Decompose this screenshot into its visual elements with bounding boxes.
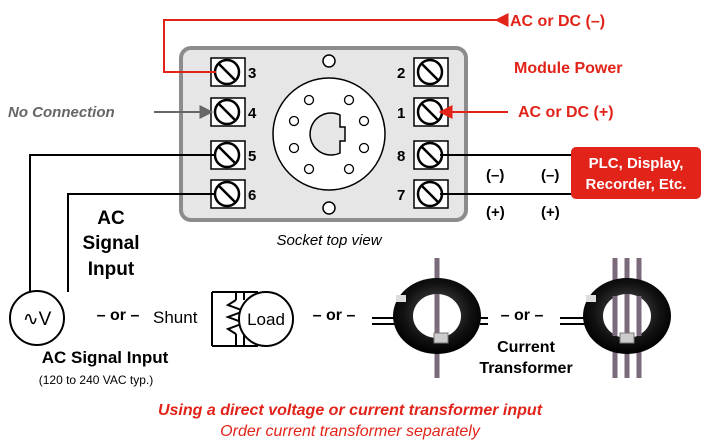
plc-label-line2: Recorder, Etc. <box>586 176 687 193</box>
terminal-5: 5 <box>210 140 256 170</box>
input-wire-6 <box>67 193 216 292</box>
output-positive-mark: (+) <box>486 204 505 221</box>
or-separator: – or – <box>97 307 140 324</box>
plc-box <box>571 147 701 199</box>
terminal-label: 5 <box>248 148 256 165</box>
current-transformer-single <box>372 258 488 378</box>
voltage-source <box>9 290 65 346</box>
transformer-label: Transformer <box>479 360 572 377</box>
current-label: Current <box>497 339 555 356</box>
plc-label-line1: PLC, Display, <box>589 155 684 172</box>
or-separator: – or – <box>313 307 356 324</box>
terminal-label: 8 <box>397 148 405 165</box>
footer-line2: Order current transformer separately <box>220 423 481 440</box>
output-negative-mark: (–) <box>541 167 559 184</box>
ac-input-label-line3: Input <box>88 259 135 280</box>
socket-center <box>272 54 386 215</box>
terminal-label: 7 <box>397 187 405 204</box>
footer-line1: Using a direct voltage or current transf… <box>158 402 543 419</box>
or-separator: – or – <box>501 307 544 324</box>
terminal-label: 3 <box>248 65 256 82</box>
load-label: Load <box>247 310 285 329</box>
terminal-1: 1 <box>397 97 449 127</box>
terminal-label: 1 <box>397 105 405 122</box>
load-circle <box>238 291 294 347</box>
output-negative-mark: (–) <box>486 167 504 184</box>
terminal-2: 2 <box>397 57 449 87</box>
module-power-label: Module Power <box>514 60 622 77</box>
terminal-label: 6 <box>248 187 256 204</box>
ac-range-label: (120 to 240 VAC typ.) <box>39 373 154 387</box>
output-positive-mark: (+) <box>541 204 560 221</box>
power-negative-label: AC or DC (–) <box>510 13 605 30</box>
terminal-label: 4 <box>248 105 257 122</box>
ac-input-label-line1: AC <box>97 208 125 229</box>
voltage-source-symbol: ∿V <box>23 309 52 330</box>
terminal-6: 6 <box>210 179 256 209</box>
ac-signal-input-label: AC Signal Input <box>42 348 169 367</box>
no-connection-label: No Connection <box>8 104 115 121</box>
shunt-label: Shunt <box>153 308 198 327</box>
terminal-label: 2 <box>397 65 405 82</box>
power-positive-label: AC or DC (+) <box>518 104 614 121</box>
power-wire-negative <box>163 19 496 73</box>
input-wire-5 <box>29 154 216 292</box>
current-transformer-multi <box>560 258 671 378</box>
ac-input-label-line2: Signal <box>82 233 139 254</box>
shunt-resistor <box>211 291 258 347</box>
terminal-8: 8 <box>397 140 449 170</box>
socket-caption: Socket top view <box>276 232 382 249</box>
